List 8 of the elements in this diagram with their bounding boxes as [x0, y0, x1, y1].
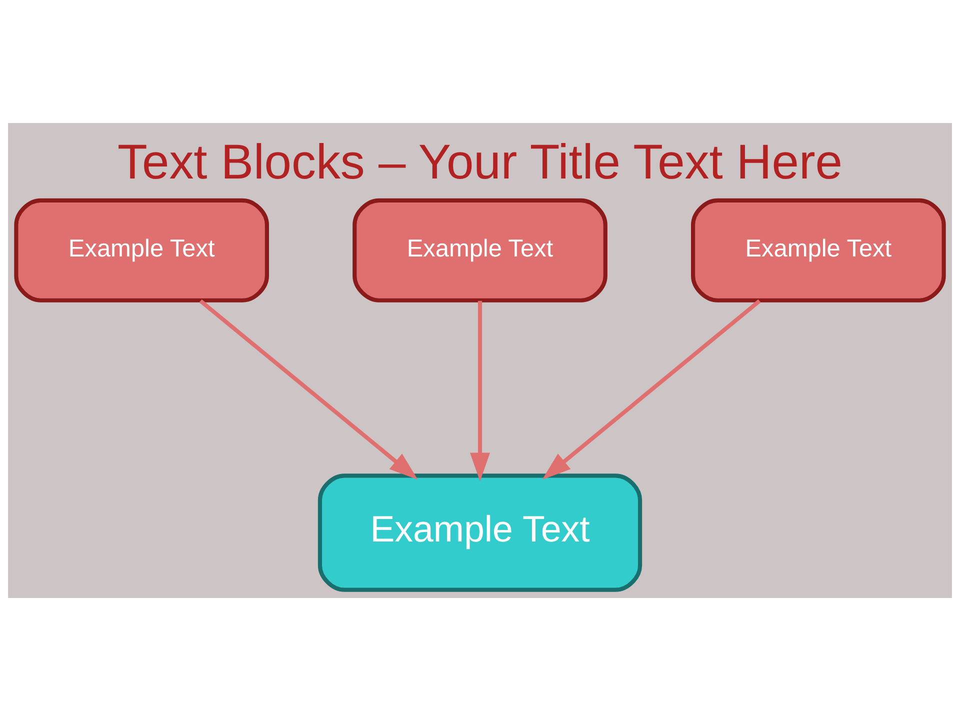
arrow — [199, 298, 418, 480]
node-box: Example Text — [352, 198, 608, 302]
node-box: Example Text — [14, 198, 269, 302]
node-box: Example Text — [318, 473, 642, 592]
diagram-title: Text Blocks – Your Title Text Here — [118, 134, 842, 189]
node-box: Example Text — [691, 198, 946, 302]
arrow — [542, 298, 761, 480]
arrow — [470, 300, 490, 481]
